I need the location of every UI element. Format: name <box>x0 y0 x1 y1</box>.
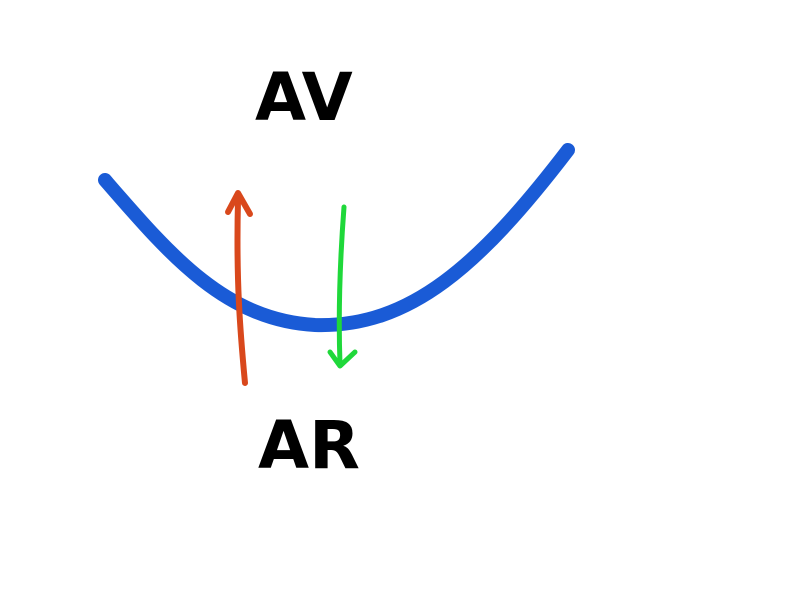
label-top: AV <box>255 59 353 136</box>
arrow-up-red-head <box>225 190 253 217</box>
blue-curve <box>98 143 575 333</box>
arrow-down-green <box>336 204 347 367</box>
label-bottom: AR <box>258 407 360 484</box>
arrow-down-green-head <box>327 349 358 369</box>
arrow-up-red <box>234 197 248 386</box>
